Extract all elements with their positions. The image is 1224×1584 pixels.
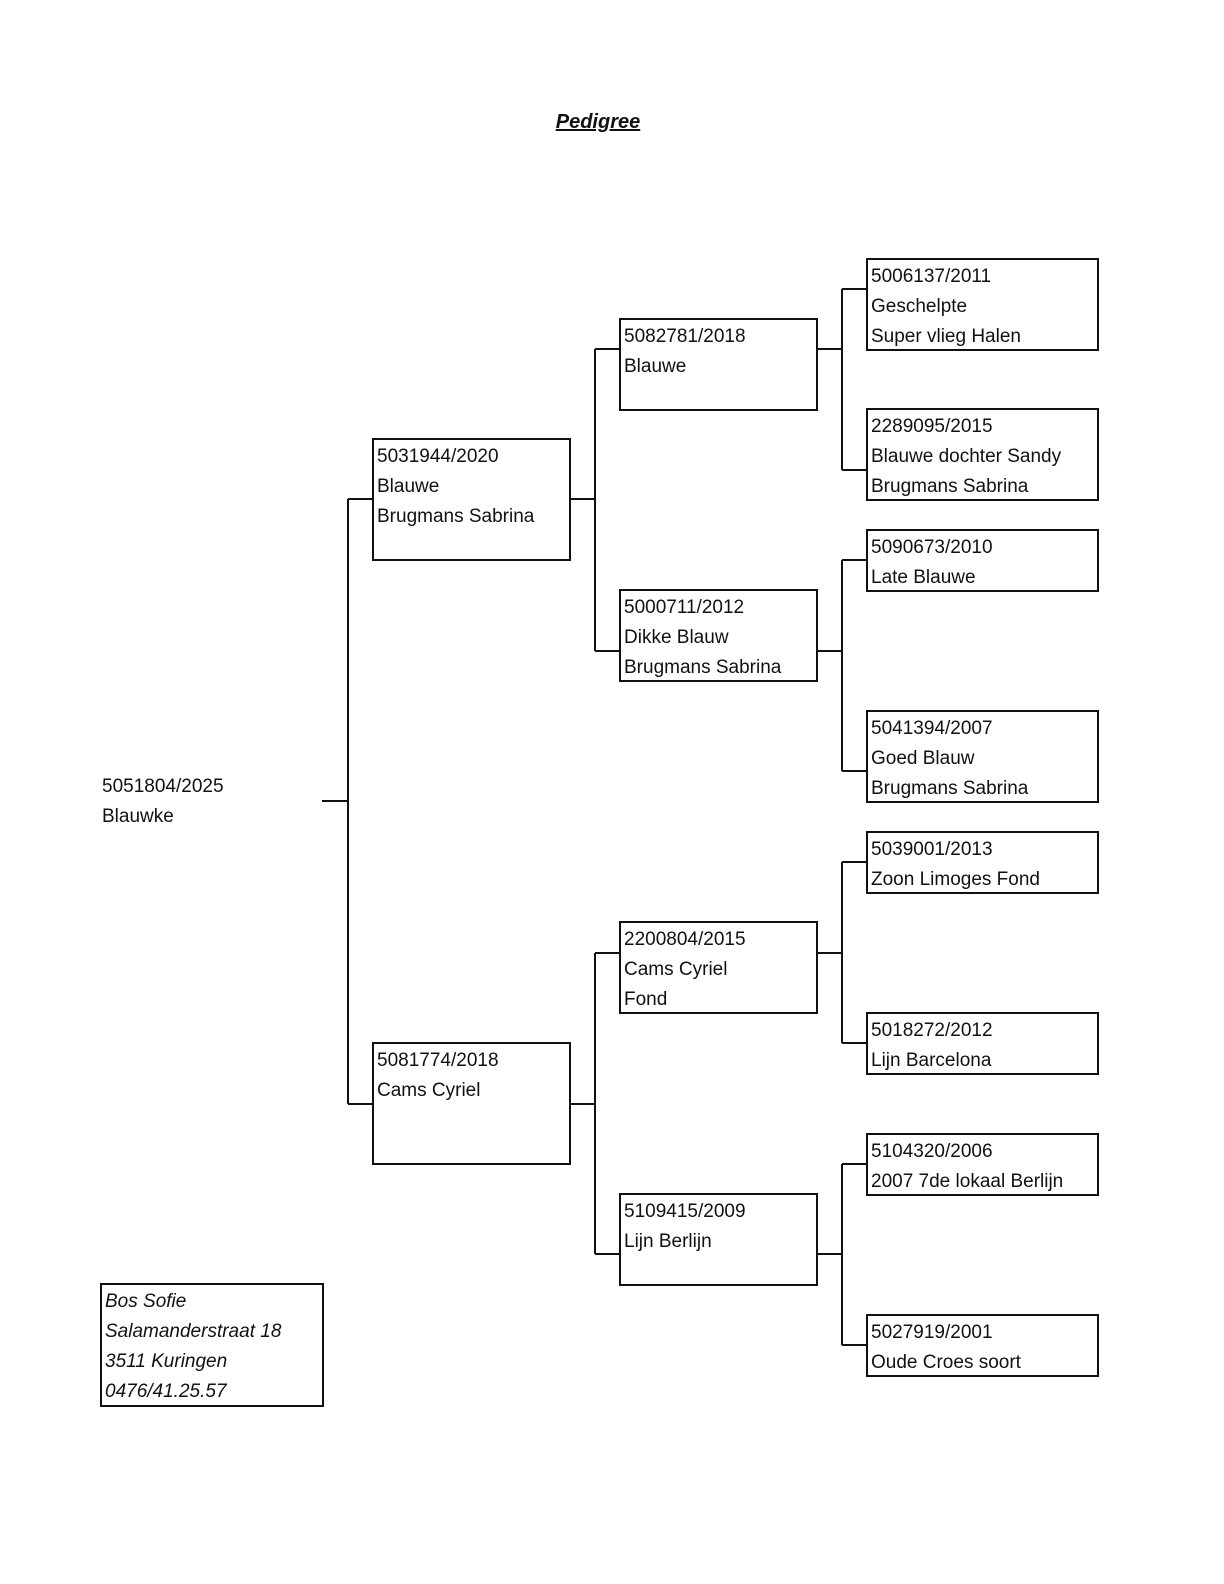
great-grandparent-box-1: 5006137/2011 Geschelpte Super vlieg Hale… xyxy=(866,258,1099,351)
great-grandparent-4-name: Goed Blauw xyxy=(871,748,975,769)
great-grandparent-box-5: 5039001/2013 Zoon Limoges Fond xyxy=(866,831,1099,894)
grandparent-1-ring-number: 5082781/2018 xyxy=(624,326,746,347)
great-grandparent-6-name: Lijn Barcelona xyxy=(871,1050,992,1071)
dam-name: Cams Cyriel xyxy=(377,1080,481,1101)
great-grandparent-8-name: Oude Croes soort xyxy=(871,1352,1021,1373)
subject-name: Blauwke xyxy=(102,806,174,827)
grandparent-box-1: 5082781/2018 Blauwe xyxy=(619,318,818,411)
owner-name: Bos Sofie xyxy=(105,1291,187,1312)
grandparent-box-2: 5000711/2012 Dikke Blauw Brugmans Sabrin… xyxy=(619,589,818,682)
great-grandparent-3-ring-number: 5090673/2010 xyxy=(871,537,993,558)
great-grandparent-4-note: Brugmans Sabrina xyxy=(871,778,1029,799)
great-grandparent-2-note: Brugmans Sabrina xyxy=(871,476,1029,497)
sire-box: 5031944/2020 Blauwe Brugmans Sabrina xyxy=(372,438,571,561)
great-grandparent-4-ring-number: 5041394/2007 xyxy=(871,718,993,739)
grandparent-2-ring-number: 5000711/2012 xyxy=(624,597,745,618)
great-grandparent-1-ring-number: 5006137/2011 xyxy=(871,266,992,287)
sire-name: Blauwe xyxy=(377,476,440,497)
great-grandparent-5-ring-number: 5039001/2013 xyxy=(871,839,993,860)
owner-street: Salamanderstraat 18 xyxy=(105,1321,282,1342)
great-grandparent-box-2: 2289095/2015 Blauwe dochter Sandy Brugma… xyxy=(866,408,1099,501)
dam-box: 5081774/2018 Cams Cyriel xyxy=(372,1042,571,1165)
owner-city: 3511 Kuringen xyxy=(105,1351,228,1372)
great-grandparent-7-name: 2007 7de lokaal Berlijn xyxy=(871,1171,1064,1192)
great-grandparent-box-8: 5027919/2001 Oude Croes soort xyxy=(866,1314,1099,1377)
grandparent-box-4: 5109415/2009 Lijn Berlijn xyxy=(619,1193,818,1286)
page-title: Pedigree xyxy=(555,111,641,133)
great-grandparent-box-3: 5090673/2010 Late Blauwe xyxy=(866,529,1099,592)
great-grandparent-box-4: 5041394/2007 Goed Blauw Brugmans Sabrina xyxy=(866,710,1099,803)
grandparent-2-name: Dikke Blauw xyxy=(624,627,729,648)
grandparent-2-note: Brugmans Sabrina xyxy=(624,657,782,678)
great-grandparent-5-name: Zoon Limoges Fond xyxy=(871,869,1040,890)
great-grandparent-7-ring-number: 5104320/2006 xyxy=(871,1141,993,1162)
grandparent-3-name: Cams Cyriel xyxy=(624,959,728,980)
grandparent-3-note: Fond xyxy=(624,989,668,1010)
grandparent-4-ring-number: 5109415/2009 xyxy=(624,1201,746,1222)
owner-address-box: Bos Sofie Salamanderstraat 18 3511 Kurin… xyxy=(100,1283,324,1407)
great-grandparent-1-name: Geschelpte xyxy=(871,296,968,317)
subject-pigeon: 5051804/2025 Blauwke xyxy=(102,772,322,832)
great-grandparent-2-ring-number: 2289095/2015 xyxy=(871,416,993,437)
sire-note: Brugmans Sabrina xyxy=(377,506,535,527)
great-grandparent-box-6: 5018272/2012 Lijn Barcelona xyxy=(866,1012,1099,1075)
grandparent-box-3: 2200804/2015 Cams Cyriel Fond xyxy=(619,921,818,1014)
great-grandparent-6-ring-number: 5018272/2012 xyxy=(871,1020,993,1041)
grandparent-1-name: Blauwe xyxy=(624,356,687,377)
great-grandparent-3-name: Late Blauwe xyxy=(871,567,976,588)
sire-ring-number: 5031944/2020 xyxy=(377,446,499,467)
dam-ring-number: 5081774/2018 xyxy=(377,1050,499,1071)
great-grandparent-8-ring-number: 5027919/2001 xyxy=(871,1322,993,1343)
great-grandparent-box-7: 5104320/2006 2007 7de lokaal Berlijn xyxy=(866,1133,1099,1196)
grandparent-4-name: Lijn Berlijn xyxy=(624,1231,712,1252)
great-grandparent-1-note: Super vlieg Halen xyxy=(871,326,1021,347)
great-grandparent-2-name: Blauwe dochter Sandy xyxy=(871,446,1062,467)
owner-phone: 0476/41.25.57 xyxy=(105,1381,227,1402)
grandparent-3-ring-number: 2200804/2015 xyxy=(624,929,746,950)
subject-ring-number: 5051804/2025 xyxy=(102,776,224,797)
